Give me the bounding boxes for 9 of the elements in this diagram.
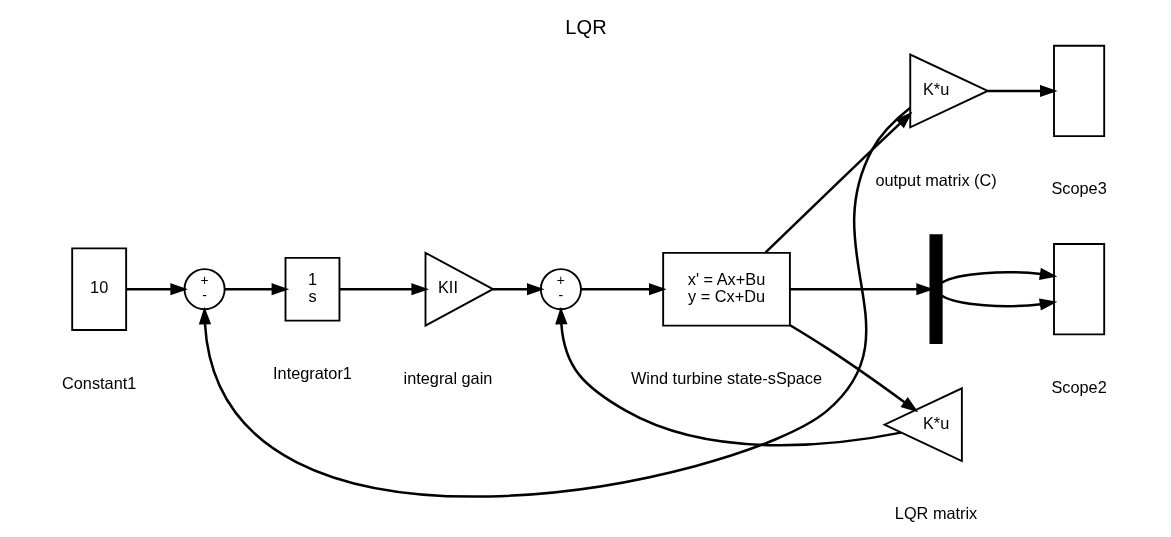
node-label: integral gain (403, 368, 492, 387)
node-label: Wind turbine state-sSpace (630, 368, 822, 387)
node-label: output matrix (C) (874, 170, 997, 189)
node-label: Integrator1 (272, 363, 352, 382)
node-label: Constant1 (61, 373, 136, 392)
diagram-title: LQR (564, 16, 607, 39)
node-label: Scope3 (1050, 179, 1107, 198)
node-label: LQR matrix (894, 504, 977, 523)
node-label: Scope2 (1050, 377, 1107, 396)
